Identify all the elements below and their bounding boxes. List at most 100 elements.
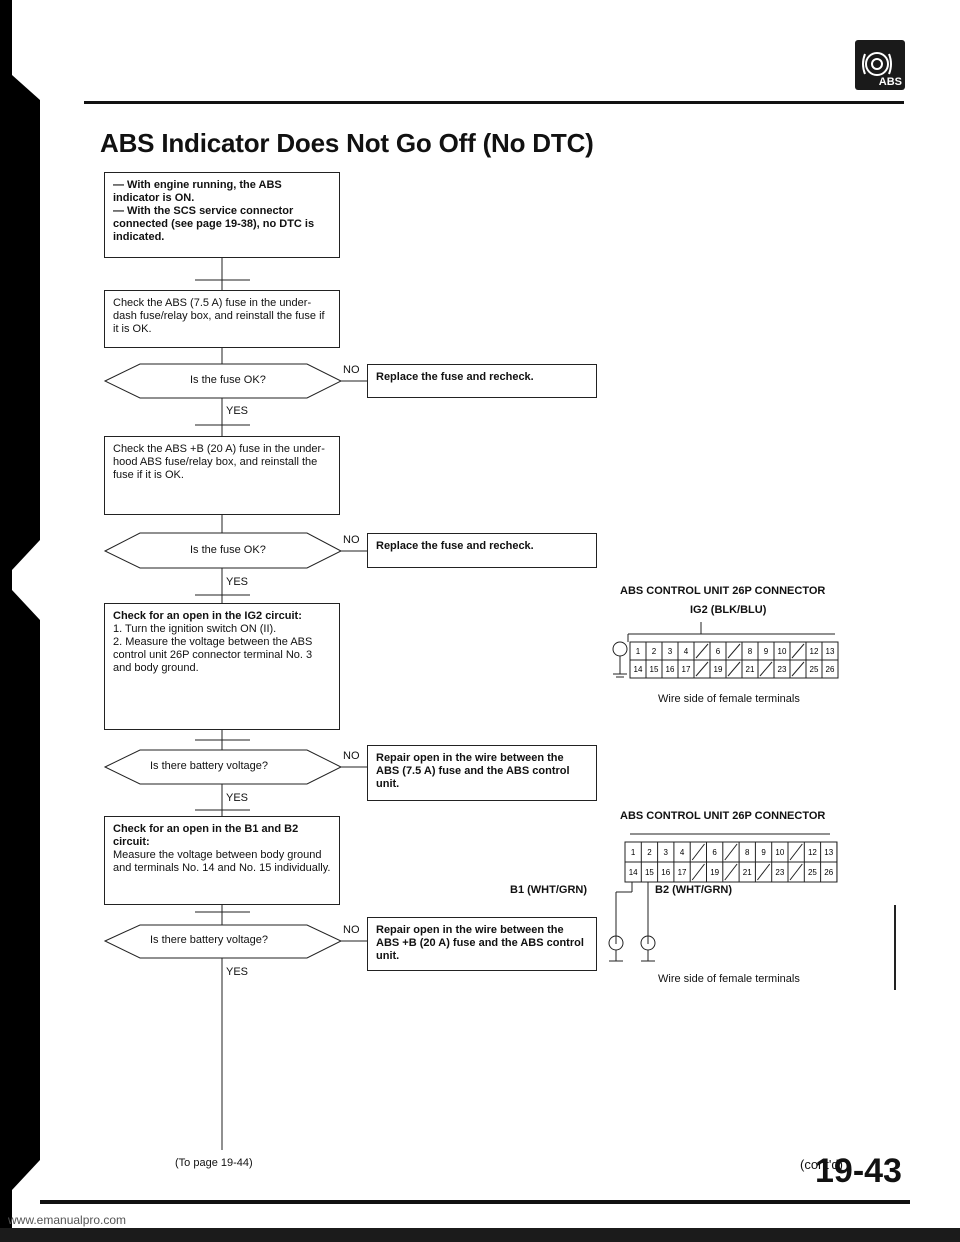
page-number: 19-43 (815, 1152, 902, 1190)
action-2-text: Replace the fuse and recheck. (376, 540, 534, 552)
no-label-1: NO (343, 364, 360, 376)
connector-2-wire-b1: B1 (WHT/GRN) (510, 884, 587, 896)
step-3-box: Check for an open in the IG2 circuit: 1.… (104, 603, 340, 730)
page-title: ABS Indicator Does Not Go Off (No DTC) (100, 128, 594, 158)
connector-2-empty-terminal (724, 863, 738, 881)
connector-1-empty-terminal (759, 661, 773, 677)
connector-1-terminal-23: 23 (778, 665, 787, 674)
yes-label-3: YES (226, 792, 249, 804)
footer-bar (0, 1228, 960, 1242)
connector-2-terminal-26: 26 (824, 868, 833, 877)
connector-2-terminal-9: 9 (761, 848, 766, 857)
connector-1-empty-terminal (695, 643, 709, 659)
connector-1-wire-label: IG2 (BLK/BLU) (690, 604, 767, 616)
connector-1-terminal-1: 1 (636, 647, 641, 656)
connector-2-terminal-17: 17 (678, 868, 687, 877)
connector-2-empty-terminal (691, 843, 705, 861)
start-condition-box: — With engine running, the ABS indicator… (104, 172, 340, 258)
start-line-1: — With engine running, the ABS indicator… (113, 179, 282, 204)
connector-2-empty-terminal (691, 863, 705, 881)
connector-1-terminal-2: 2 (652, 647, 657, 656)
connector-1-caption: Wire side of female terminals (658, 693, 800, 705)
action-2-box: Replace the fuse and recheck. (367, 533, 597, 568)
connector-2-terminal-8: 8 (745, 848, 750, 857)
connector-1-terminal-15: 15 (650, 665, 659, 674)
connector-2-empty-terminal (789, 843, 803, 861)
header-rule (84, 101, 904, 104)
action-1-box: Replace the fuse and recheck. (367, 364, 597, 398)
step-2-text: Check the ABS +B (20 A) fuse in the unde… (113, 443, 325, 481)
no-label-3: NO (343, 750, 360, 762)
connector-1-terminal-21: 21 (746, 665, 755, 674)
connector-1-terminal-26: 26 (826, 665, 835, 674)
to-page-note: (To page 19-44) (175, 1157, 253, 1169)
connector-2-wire-b2: B2 (WHT/GRN) (655, 884, 732, 896)
connector-2-empty-terminal (757, 863, 771, 881)
no-label-2: NO (343, 534, 360, 546)
connector-2-empty-terminal (789, 863, 803, 881)
connector-1-terminal-4: 4 (684, 647, 689, 656)
step-1-text: Check the ABS (7.5 A) fuse in the under-… (113, 297, 325, 335)
yes-label-4: YES (226, 966, 249, 978)
continued-label: (cont'd) (800, 1157, 843, 1172)
connector-2-terminal-10: 10 (775, 848, 784, 857)
connector-1-empty-terminal (791, 643, 805, 659)
step-3-item-2: 2. Measure the voltage between the ABS c… (113, 636, 313, 674)
connector-2-terminal-13: 13 (824, 848, 833, 857)
action-4-box: Repair open in the wire between the ABS … (367, 917, 597, 971)
wheel-icon (862, 52, 892, 76)
connector-1-terminal-3: 3 (668, 647, 673, 656)
question-4: Is there battery voltage? (150, 934, 269, 946)
start-line-2: — With the SCS service connector connect… (113, 205, 315, 243)
step-4-text: Measure the voltage between body ground … (113, 849, 331, 874)
bottom-rule (40, 1200, 910, 1204)
connector-1-terminal-14: 14 (634, 665, 643, 674)
action-3-box: Repair open in the wire between the ABS … (367, 745, 597, 801)
connector-1-terminal-17: 17 (682, 665, 691, 674)
connector-2-terminal-23: 23 (775, 868, 784, 877)
question-2: Is the fuse OK? (190, 544, 266, 556)
abs-badge: ABS (855, 40, 905, 90)
connector-2-terminal-16: 16 (661, 868, 670, 877)
connector-1-terminal-8: 8 (748, 647, 753, 656)
connector-2-terminal-15: 15 (645, 868, 654, 877)
connector-1-terminal-6: 6 (716, 647, 721, 656)
connector-2-terminal-25: 25 (808, 868, 817, 877)
connector-1-terminal-19: 19 (714, 665, 723, 674)
connector-1-terminal-12: 12 (810, 647, 819, 656)
step-4-box: Check for an open in the B1 and B2 circu… (104, 816, 340, 905)
binding-bar (0, 0, 40, 1242)
connector-2-terminal-6: 6 (712, 848, 717, 857)
step-3-item-1: 1. Turn the ignition switch ON (II). (113, 623, 277, 635)
connector-2-empty-terminal (724, 843, 738, 861)
connector-2-terminal-19: 19 (710, 868, 719, 877)
connector-1-terminal-25: 25 (810, 665, 819, 674)
no-label-4: NO (343, 924, 360, 936)
question-3: Is there battery voltage? (150, 760, 269, 772)
yes-label-1: YES (226, 405, 249, 417)
yes-label-2: YES (226, 576, 249, 588)
connector-1-terminal-16: 16 (666, 665, 675, 674)
connector-1-empty-terminal (727, 643, 741, 659)
step-1-box: Check the ABS (7.5 A) fuse in the under-… (104, 290, 340, 348)
step-4-heading: Check for an open in the B1 and B2 circu… (113, 823, 299, 848)
connector-1-title: ABS CONTROL UNIT 26P CONNECTOR (620, 585, 826, 597)
connector-1-terminal-10: 10 (778, 647, 787, 656)
connector-2-terminal-2: 2 (647, 848, 652, 857)
action-1-text: Replace the fuse and recheck. (376, 371, 534, 383)
right-margin-bar (894, 905, 896, 990)
connector-2-caption: Wire side of female terminals (658, 973, 800, 985)
connector-2-terminal-1: 1 (631, 848, 636, 857)
connector-2-terminal-4: 4 (680, 848, 685, 857)
connector-2-terminal-21: 21 (743, 868, 752, 877)
connector-1-empty-terminal (695, 661, 709, 677)
connector-2-terminal-12: 12 (808, 848, 817, 857)
connector-1-empty-terminal (791, 661, 805, 677)
abs-badge-label: ABS (878, 76, 902, 88)
connector-1-terminal-13: 13 (826, 647, 835, 656)
question-1: Is the fuse OK? (190, 374, 266, 386)
connector-2-terminal-14: 14 (629, 868, 638, 877)
